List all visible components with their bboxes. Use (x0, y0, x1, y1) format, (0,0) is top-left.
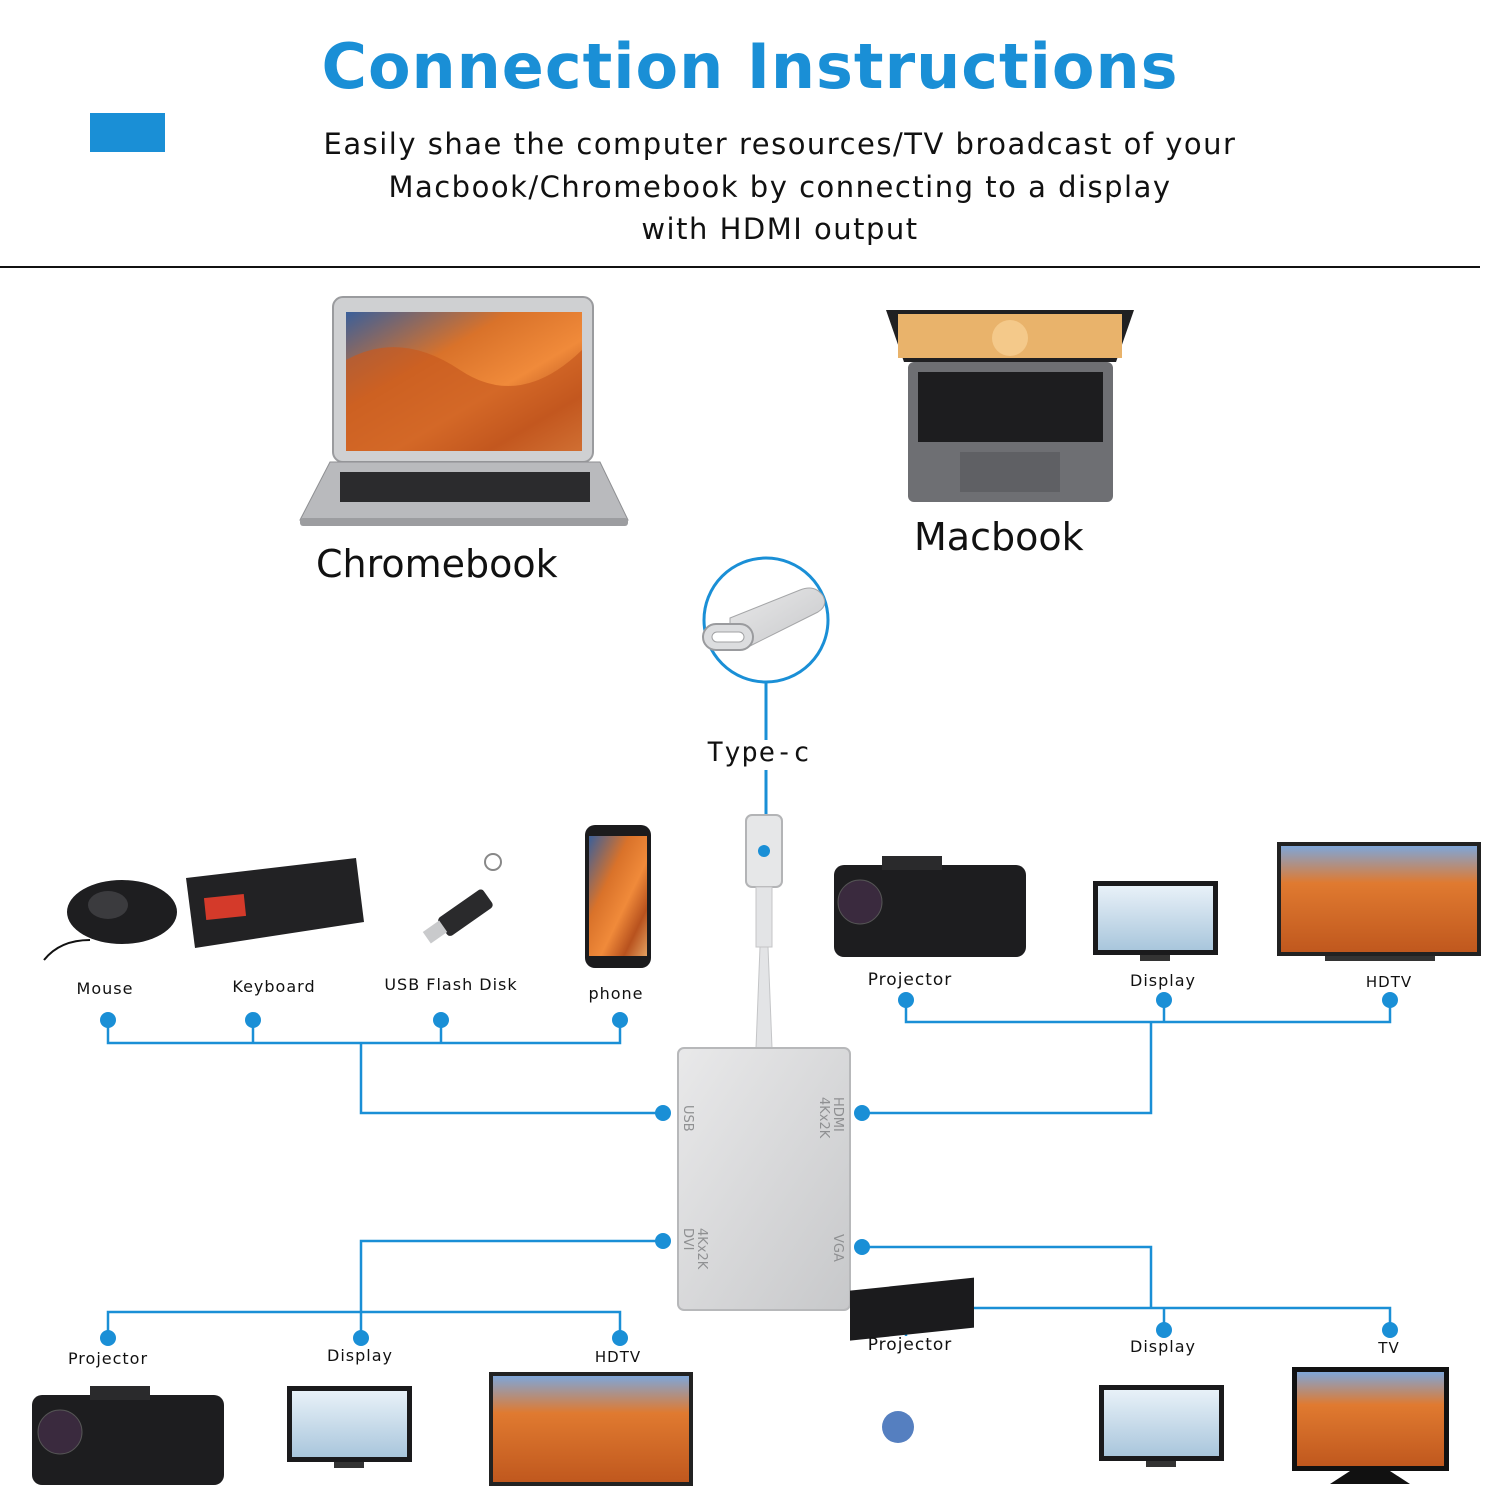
usb-device-label-mouse: Mouse (76, 979, 134, 998)
page-title: Connection Instructions (321, 30, 1179, 103)
hdmi-device-label-projector: Projector (867, 970, 953, 990)
tv-icon-vga (1292, 1367, 1449, 1484)
vga-device-label-tv: TV (1378, 1339, 1400, 1357)
usb-device-label-keyboard: Keyboard (232, 977, 316, 996)
projector-icon-vga (850, 1277, 974, 1443)
vga-device-label-display: Display (1130, 1337, 1196, 1356)
port-label-usb: USB (680, 1105, 695, 1132)
dvi-device-label-hdtv: HDTV (594, 1348, 642, 1366)
connection-lines (106, 1000, 1392, 1336)
typec-label: Type-c (707, 737, 811, 768)
subtitle-line-3: with HDMI output (641, 212, 919, 246)
port-label-vga: VGA (830, 1234, 845, 1262)
usb-flash-disk-icon (422, 853, 502, 944)
usb-device-label-flash-disk: USB Flash Disk (384, 975, 518, 994)
phone-icon (585, 825, 651, 968)
subtitle-line-1: Easily shae the computer resources/TV br… (323, 127, 1237, 161)
typec-plug-icon (702, 587, 826, 651)
projector-icon-hdmi (834, 856, 1026, 957)
port-label-hdmi-res: 4Kx2K (816, 1097, 831, 1139)
keyboard-icon (186, 858, 364, 948)
usb-device-label-phone: phone (588, 984, 644, 1003)
vga-device-label-projector: Projector (867, 1335, 953, 1355)
display-icon-hdmi (1093, 881, 1218, 961)
display-icon-vga (1099, 1385, 1224, 1467)
hdtv-icon-hdmi (1277, 842, 1481, 961)
macbook-label: Macbook (914, 515, 1084, 559)
adapter-hub (677, 814, 851, 1311)
chromebook-laptop (299, 296, 629, 526)
macbook-laptop (886, 310, 1134, 502)
connection-dots (100, 992, 1398, 1346)
subtitle-line-2: Macbook/Chromebook by connecting to a di… (388, 170, 1172, 204)
projector-icon-dvi (32, 1386, 224, 1485)
port-label-dvi: DVI (680, 1228, 695, 1251)
hdtv-icon-dvi (489, 1372, 693, 1486)
mouse-icon (43, 880, 177, 961)
dvi-device-label-display: Display (327, 1346, 393, 1365)
hdmi-device-label-display: Display (1130, 971, 1196, 990)
port-label-dvi-res: 4Kx2K (694, 1228, 709, 1270)
display-icon-dvi (287, 1386, 412, 1468)
port-label-hdmi: HDMI (830, 1097, 845, 1132)
accent-block (90, 113, 165, 152)
chromebook-label: Chromebook (316, 542, 558, 586)
divider (0, 266, 1480, 268)
hdmi-device-label-hdtv: HDTV (1365, 973, 1413, 991)
dvi-device-label-projector: Projector (67, 1349, 149, 1368)
